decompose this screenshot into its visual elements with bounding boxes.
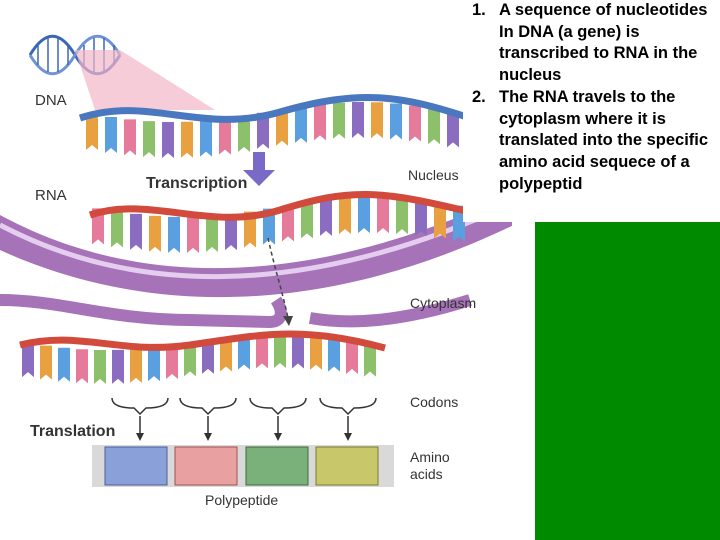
- nucleotide-base: [22, 343, 34, 378]
- nucleotide-base: [105, 116, 117, 153]
- nucleotide-base: [310, 335, 322, 370]
- nucleotide-base: [282, 205, 294, 242]
- amino-acid-chain: [92, 445, 394, 487]
- arrowhead-icon: [204, 433, 212, 441]
- dna-strand: [78, 94, 472, 123]
- amino-acid-4: [315, 446, 379, 486]
- nucleotide-base: [76, 349, 88, 384]
- label-nucleus: Nucleus: [408, 167, 459, 183]
- arrowhead-icon: [274, 433, 282, 441]
- nucleotide-base: [168, 216, 180, 253]
- nucleotide-base: [238, 115, 250, 152]
- nucleotide-base: [202, 339, 214, 374]
- nucleotide-base: [58, 347, 70, 382]
- nucleotide-base: [162, 121, 174, 158]
- nucleotide-base: [263, 208, 275, 245]
- codon-bracket: [319, 397, 377, 416]
- nucleotide-base: [352, 102, 364, 139]
- nucleotide-base: [111, 211, 123, 248]
- nucleotide-base: [434, 202, 446, 239]
- nucleotide-base: [415, 200, 427, 237]
- nucleotide-base: [371, 102, 383, 139]
- nucleotide-base: [40, 345, 52, 380]
- nucleotide-base: [292, 334, 304, 369]
- nucleotide-base: [346, 340, 358, 375]
- codon-bracket: [179, 397, 237, 416]
- codon-bracket: [111, 397, 169, 416]
- nuclear-pore: [0, 294, 287, 329]
- nucleotide-base: [225, 214, 237, 251]
- label-codons: Codons: [410, 394, 458, 410]
- note-item-1: 1.A sequence of nucleotides In DNA (a ge…: [472, 1, 708, 85]
- nucleotide-base: [143, 121, 155, 158]
- nucleotide-base: [219, 118, 231, 155]
- green-panel: [535, 222, 720, 540]
- transcription-arrow-icon: [243, 152, 275, 186]
- nucleotide-base: [339, 198, 351, 235]
- nucleotide-base: [276, 109, 288, 146]
- amino-acid-1: [104, 446, 168, 486]
- amino-acid-3: [245, 446, 309, 486]
- nucleotide-base: [257, 112, 269, 149]
- nucleotide-base: [112, 349, 124, 384]
- nucleotide-base: [301, 202, 313, 239]
- nucleotide-base: [256, 334, 268, 369]
- label-acids: acids: [410, 466, 443, 482]
- nucleotide-base: [358, 197, 370, 234]
- label-dna: DNA: [35, 92, 67, 109]
- label-amino: Amino: [410, 449, 450, 465]
- zoom-wedge: [75, 50, 215, 110]
- arrowhead-icon: [344, 433, 352, 441]
- arrowhead-icon: [136, 433, 144, 441]
- nucleotide-base: [130, 348, 142, 383]
- nucleotide-base: [274, 334, 286, 369]
- nucleotide-base: [94, 349, 106, 384]
- nucleotide-base: [148, 347, 160, 382]
- nucleotide-base: [149, 215, 161, 252]
- label-polypeptide: Polypeptide: [205, 492, 278, 508]
- nucleotide-base: [328, 337, 340, 372]
- mrna-strand: [19, 330, 386, 352]
- nucleotide-base: [92, 208, 104, 245]
- nucleotide-base: [181, 121, 193, 158]
- nucleotide-base: [333, 102, 345, 139]
- nucleotide-base: [184, 342, 196, 377]
- label-rna: RNA: [35, 187, 67, 204]
- nucleotide-base: [238, 335, 250, 370]
- rna-strand: [88, 190, 471, 221]
- amino-acid-2: [174, 446, 238, 486]
- nucleotide-base: [409, 105, 421, 142]
- label-translation: Translation: [30, 423, 115, 440]
- nucleotide-base: [166, 344, 178, 379]
- label-cytoplasm: Cytoplasm: [410, 295, 476, 311]
- nucleotide-base: [390, 103, 402, 140]
- note-item-2: 2.The RNA travels to the cytoplasm where…: [472, 87, 709, 193]
- gene-expression-diagram: DNA RNA Transcription Nucleus Cytoplasm …: [0, 34, 512, 508]
- nucleotide-base: [200, 120, 212, 157]
- label-transcription: Transcription: [146, 175, 247, 192]
- nucleotide-base: [206, 215, 218, 252]
- nucleotide-base: [124, 119, 136, 156]
- nucleotide-base: [364, 342, 376, 377]
- codon-bracket: [249, 397, 307, 416]
- nucleotide-base: [377, 197, 389, 234]
- nucleotide-base: [396, 198, 408, 235]
- notes-text-box: 1.A sequence of nucleotides In DNA (a ge…: [463, 0, 720, 222]
- nucleotide-base: [86, 113, 98, 150]
- nucleotide-base: [187, 216, 199, 253]
- nucleotide-base: [314, 104, 326, 141]
- nucleotide-base: [295, 106, 307, 143]
- transport-arrow: [267, 237, 289, 319]
- nucleotide-base: [320, 199, 332, 236]
- nucleotide-base: [244, 211, 256, 248]
- nucleotide-base: [220, 337, 232, 372]
- nucleotide-base: [447, 111, 459, 148]
- nucleotide-base: [453, 205, 465, 242]
- nucleotide-base: [130, 213, 142, 250]
- nucleotide-base: [428, 108, 440, 145]
